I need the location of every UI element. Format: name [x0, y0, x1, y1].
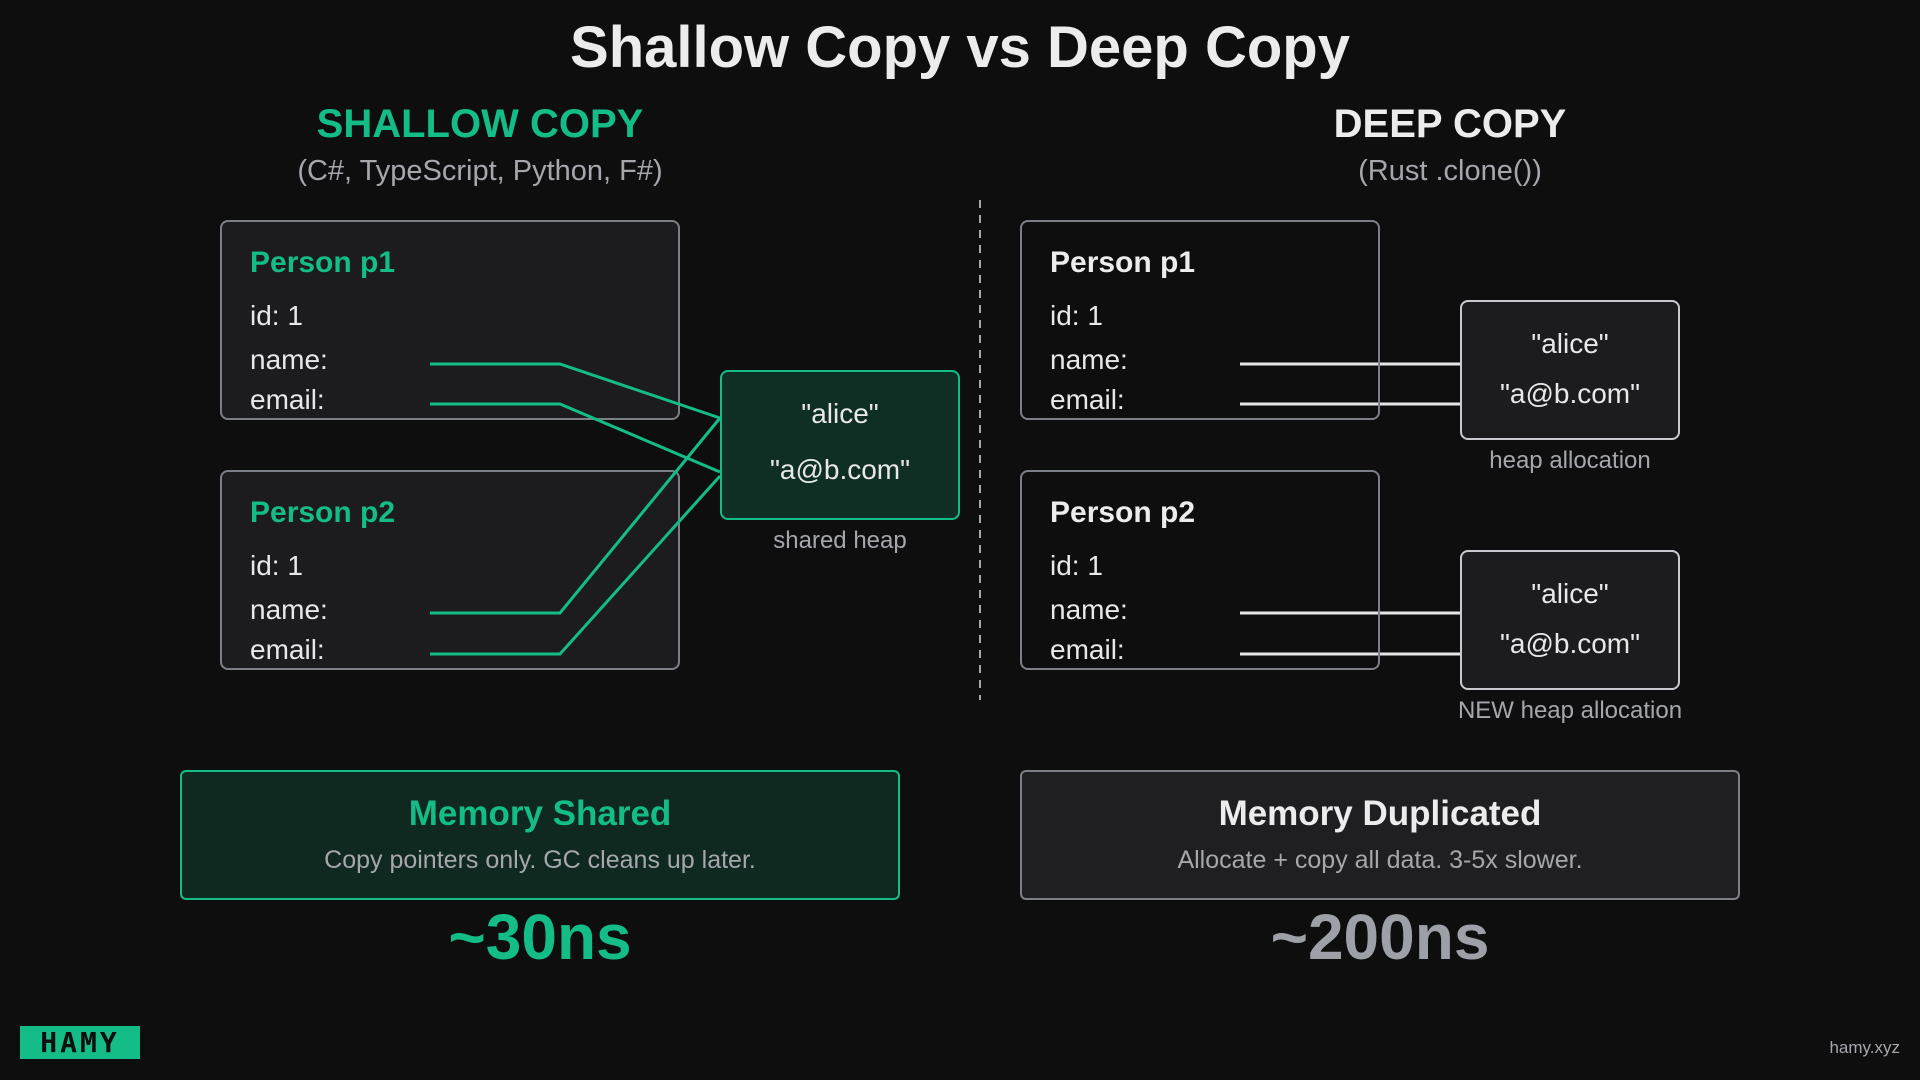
deep-heading: DEEP COPY — [1333, 102, 1567, 146]
shallow-subtitle: (C#, TypeScript, Python, F#) — [297, 155, 663, 187]
pointer-p2-name — [430, 417, 722, 615]
field-email: email: — [250, 384, 325, 415]
heap-email-value: "a@b.com" — [1499, 628, 1641, 659]
site-url: hamy.xyz — [1829, 1038, 1900, 1057]
shallow-person-p2: Person p2 id: 1 name: email: — [220, 470, 680, 670]
deep-person-p2: Person p2 id: 1 name: email: — [1020, 470, 1380, 670]
person-title: Person p1 — [250, 246, 396, 279]
summary-description: Allocate + copy all data. 3-5x slower. — [1177, 846, 1583, 874]
field-id: id: 1 — [250, 550, 303, 581]
heap-name-value: "alice" — [801, 398, 879, 429]
summary-title: Memory Shared — [408, 794, 672, 833]
new-heap-allocation-box: "alice" "a@b.com" — [1460, 550, 1680, 690]
deep-time: ~200ns — [1270, 901, 1490, 973]
new-heap-allocation-label: NEW heap allocation — [1457, 697, 1683, 724]
pointer-p1-name — [430, 362, 721, 420]
field-id: id: 1 — [250, 300, 303, 331]
pointer-p2-email — [430, 474, 722, 656]
shallow-heading: SHALLOW COPY — [316, 102, 644, 146]
person-title: Person p2 — [250, 496, 396, 529]
heap-email-value: "a@b.com" — [769, 454, 911, 485]
heap-name-value: "alice" — [1531, 328, 1609, 359]
shared-heap-label: shared heap — [773, 527, 907, 554]
field-name: name: — [1050, 594, 1128, 625]
field-id: id: 1 — [1050, 550, 1103, 581]
field-email: email: — [250, 634, 325, 665]
hamy-logo: HAMY — [20, 1026, 140, 1059]
field-name: name: — [250, 594, 328, 625]
field-email: email: — [1050, 384, 1125, 415]
shared-heap-box: "alice" "a@b.com" — [720, 370, 960, 520]
person-title: Person p2 — [1050, 496, 1196, 529]
field-name: name: — [1050, 344, 1128, 375]
heap-allocation-label: heap allocation — [1489, 447, 1651, 474]
field-email: email: — [1050, 634, 1125, 665]
heap-allocation-box: "alice" "a@b.com" — [1460, 300, 1680, 440]
heap-email-value: "a@b.com" — [1499, 378, 1641, 409]
summary-description: Copy pointers only. GC cleans up later. — [324, 846, 756, 874]
page-title: Shallow Copy vs Deep Copy — [570, 15, 1350, 80]
shallow-summary-box: Memory Shared Copy pointers only. GC cle… — [180, 770, 900, 900]
pointer-p1-email — [430, 402, 721, 474]
person-title: Person p1 — [1050, 246, 1196, 279]
deep-person-p1: Person p1 id: 1 name: email: — [1020, 220, 1380, 420]
field-id: id: 1 — [1050, 300, 1103, 331]
summary-title: Memory Duplicated — [1218, 794, 1542, 833]
field-name: name: — [250, 344, 328, 375]
deep-subtitle: (Rust .clone()) — [1358, 155, 1542, 187]
shallow-time: ~30ns — [448, 901, 632, 973]
heap-name-value: "alice" — [1531, 578, 1609, 609]
deep-summary-box: Memory Duplicated Allocate + copy all da… — [1020, 770, 1740, 900]
shallow-person-p1: Person p1 id: 1 name: email: — [220, 220, 680, 420]
